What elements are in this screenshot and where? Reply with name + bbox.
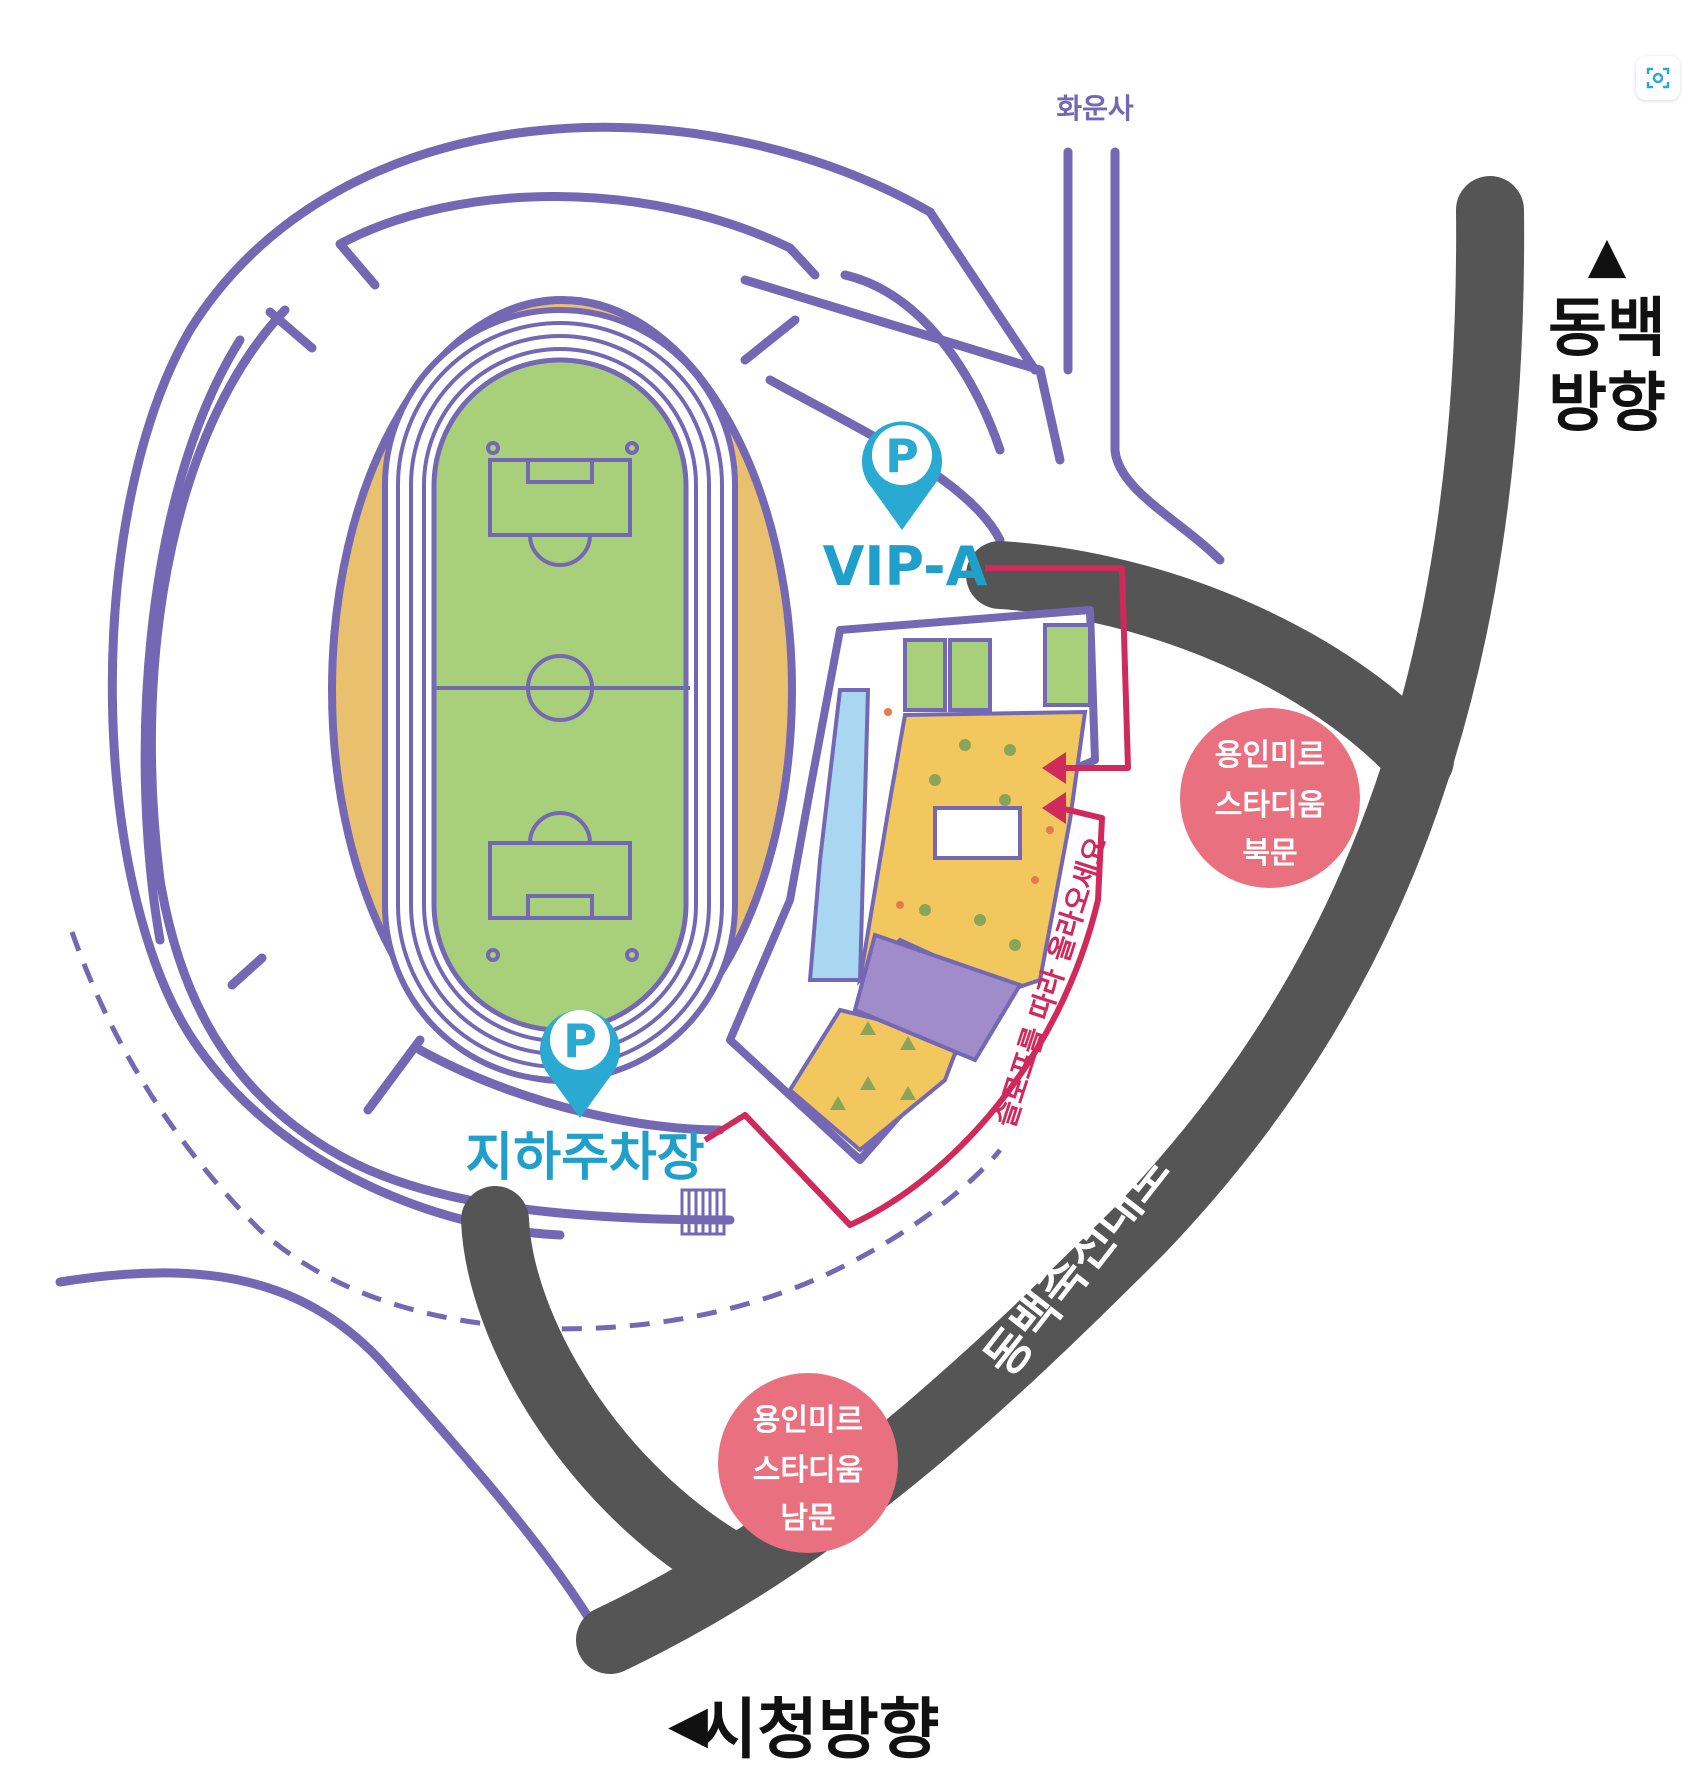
route-arrows (1042, 752, 1066, 824)
gate-north-line2: 스타디움 (1215, 788, 1325, 823)
stadium (328, 296, 796, 1084)
parking-label-underground: 지하주차장 (465, 1128, 704, 1188)
gate-north[interactable]: 용인미르 스타디움 북문 (1180, 708, 1360, 888)
parking-pin-underground[interactable]: P (540, 1009, 620, 1118)
plaza-trees (830, 739, 1021, 1110)
gate-south-line3: 남문 (780, 1501, 835, 1536)
direction-city-hall-label: 시청방향 (697, 1691, 940, 1768)
parking-pin-vip[interactable]: P (862, 421, 943, 530)
landmark-temple: 화운사 (1056, 92, 1134, 125)
visual-search-button[interactable] (1636, 56, 1680, 100)
gate-north-line3: 북문 (1242, 836, 1297, 871)
gate-south[interactable]: 용인미르 스타디움 남문 (718, 1373, 898, 1553)
facility-block (726, 606, 1099, 1164)
field-markings (432, 441, 690, 962)
direction-north-line2: 방향 (1548, 367, 1666, 441)
city-hall-arrow-icon: ◀ (668, 1695, 708, 1755)
north-arrow-icon: ▲ (1588, 226, 1627, 284)
steps (680, 1188, 726, 1236)
direction-city-hall: ◀ 시청방향 (668, 1691, 939, 1768)
parking-icon-letter: P (885, 429, 919, 483)
direction-north: ▲ 동백 방향 (1548, 226, 1666, 441)
gate-south-line1: 용인미르 (753, 1403, 863, 1438)
plaza-dots (884, 708, 1054, 909)
gate-north-line1: 용인미르 (1215, 738, 1325, 773)
route-line (703, 565, 1131, 1228)
lens-icon (1646, 67, 1670, 89)
direction-north-line1: 동백 (1548, 292, 1666, 366)
dashed-path (69, 931, 1002, 1332)
gate-south-line2: 스타디움 (753, 1453, 863, 1488)
parking-label-vip: VIP-A (823, 535, 988, 598)
parking-icon-letter: P (563, 1014, 597, 1068)
